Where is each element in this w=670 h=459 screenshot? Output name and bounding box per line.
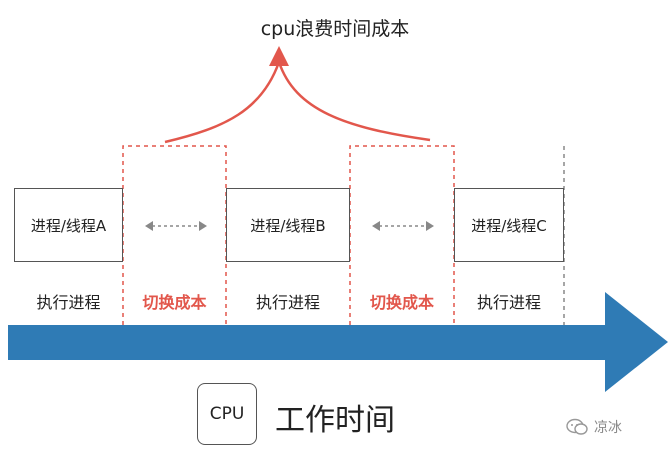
cost-arrowhead	[269, 46, 289, 66]
phase-label-switch-2: 切换成本	[369, 293, 434, 312]
phase-label-switch-1: 切换成本	[142, 293, 207, 312]
process-box-a: 进程/线程A	[14, 188, 123, 262]
wechat-icon	[566, 418, 588, 436]
time-arrow	[8, 292, 668, 392]
phase-label-exec-1: 执行进程	[36, 293, 101, 312]
process-box-b: 进程/线程B	[226, 188, 350, 262]
diagram-title: cpu浪费时间成本	[260, 18, 410, 40]
switch-double-arrow-2	[372, 221, 434, 231]
process-box-c: 进程/线程C	[454, 188, 564, 262]
watermark: 凉冰	[566, 417, 622, 437]
switch-region-2	[349, 145, 455, 325]
cost-arrow-right	[277, 61, 431, 142]
switch-double-arrow-1	[145, 221, 207, 231]
phase-label-exec-3: 执行进程	[476, 293, 541, 312]
cpu-badge: CPU	[197, 383, 257, 445]
cost-arrow-left	[164, 61, 281, 144]
phase-label-exec-2: 执行进程	[255, 293, 320, 312]
watermark-text: 凉冰	[594, 420, 622, 436]
axis-label: 工作时间	[275, 403, 395, 438]
